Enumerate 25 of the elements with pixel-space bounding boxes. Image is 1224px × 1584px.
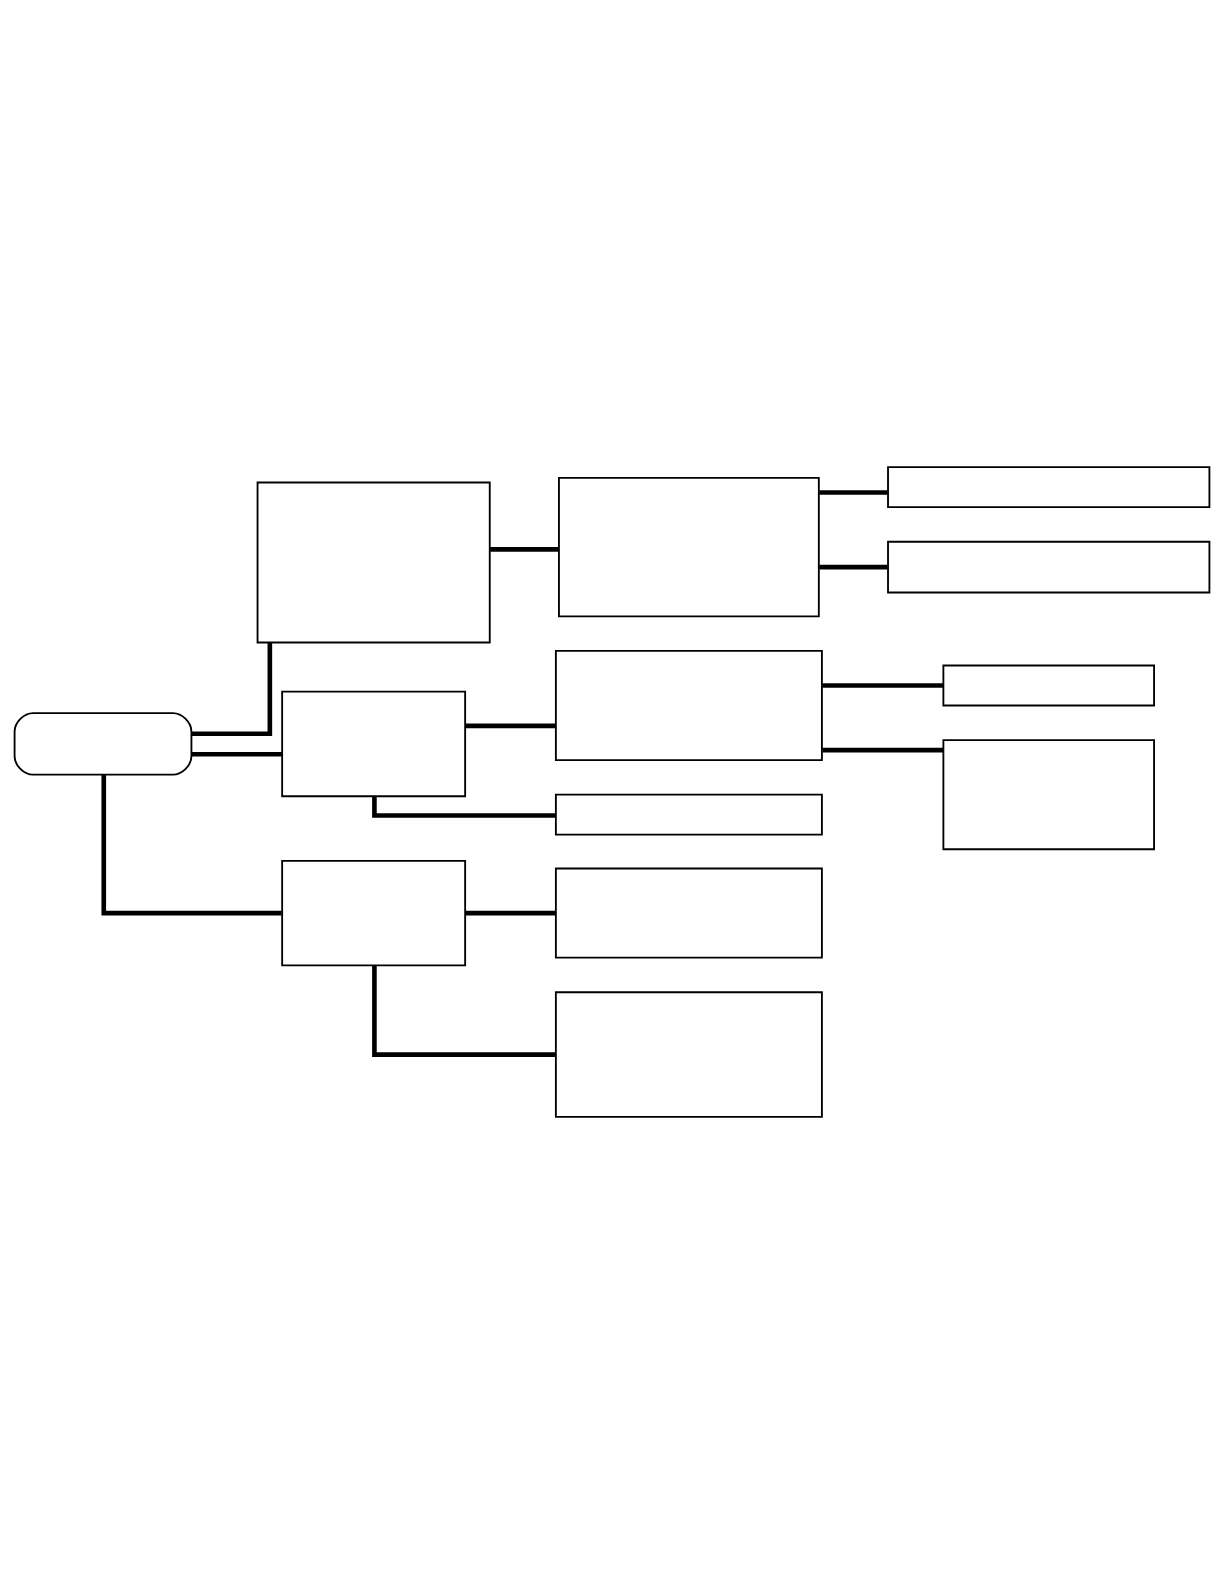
connector bbox=[490, 547, 559, 552]
node-box bbox=[281, 859, 467, 967]
connector bbox=[101, 775, 282, 916]
node-box bbox=[281, 690, 467, 798]
node-box bbox=[942, 739, 1155, 851]
connector bbox=[822, 747, 943, 753]
node-box bbox=[256, 481, 491, 644]
node-box bbox=[13, 712, 193, 776]
connector bbox=[191, 642, 273, 736]
connector bbox=[372, 965, 556, 1057]
connector bbox=[191, 751, 283, 757]
connector bbox=[819, 490, 888, 495]
connector bbox=[819, 564, 888, 570]
node-box bbox=[558, 477, 820, 618]
connector bbox=[465, 723, 556, 729]
connector bbox=[465, 910, 556, 916]
node-box bbox=[887, 466, 1211, 509]
node-box bbox=[554, 867, 823, 959]
node-box bbox=[887, 540, 1211, 594]
connector bbox=[372, 796, 556, 818]
connector bbox=[822, 683, 943, 688]
node-box bbox=[554, 793, 823, 836]
node-box bbox=[554, 991, 823, 1118]
node-box bbox=[554, 650, 823, 761]
node-box bbox=[942, 664, 1155, 707]
